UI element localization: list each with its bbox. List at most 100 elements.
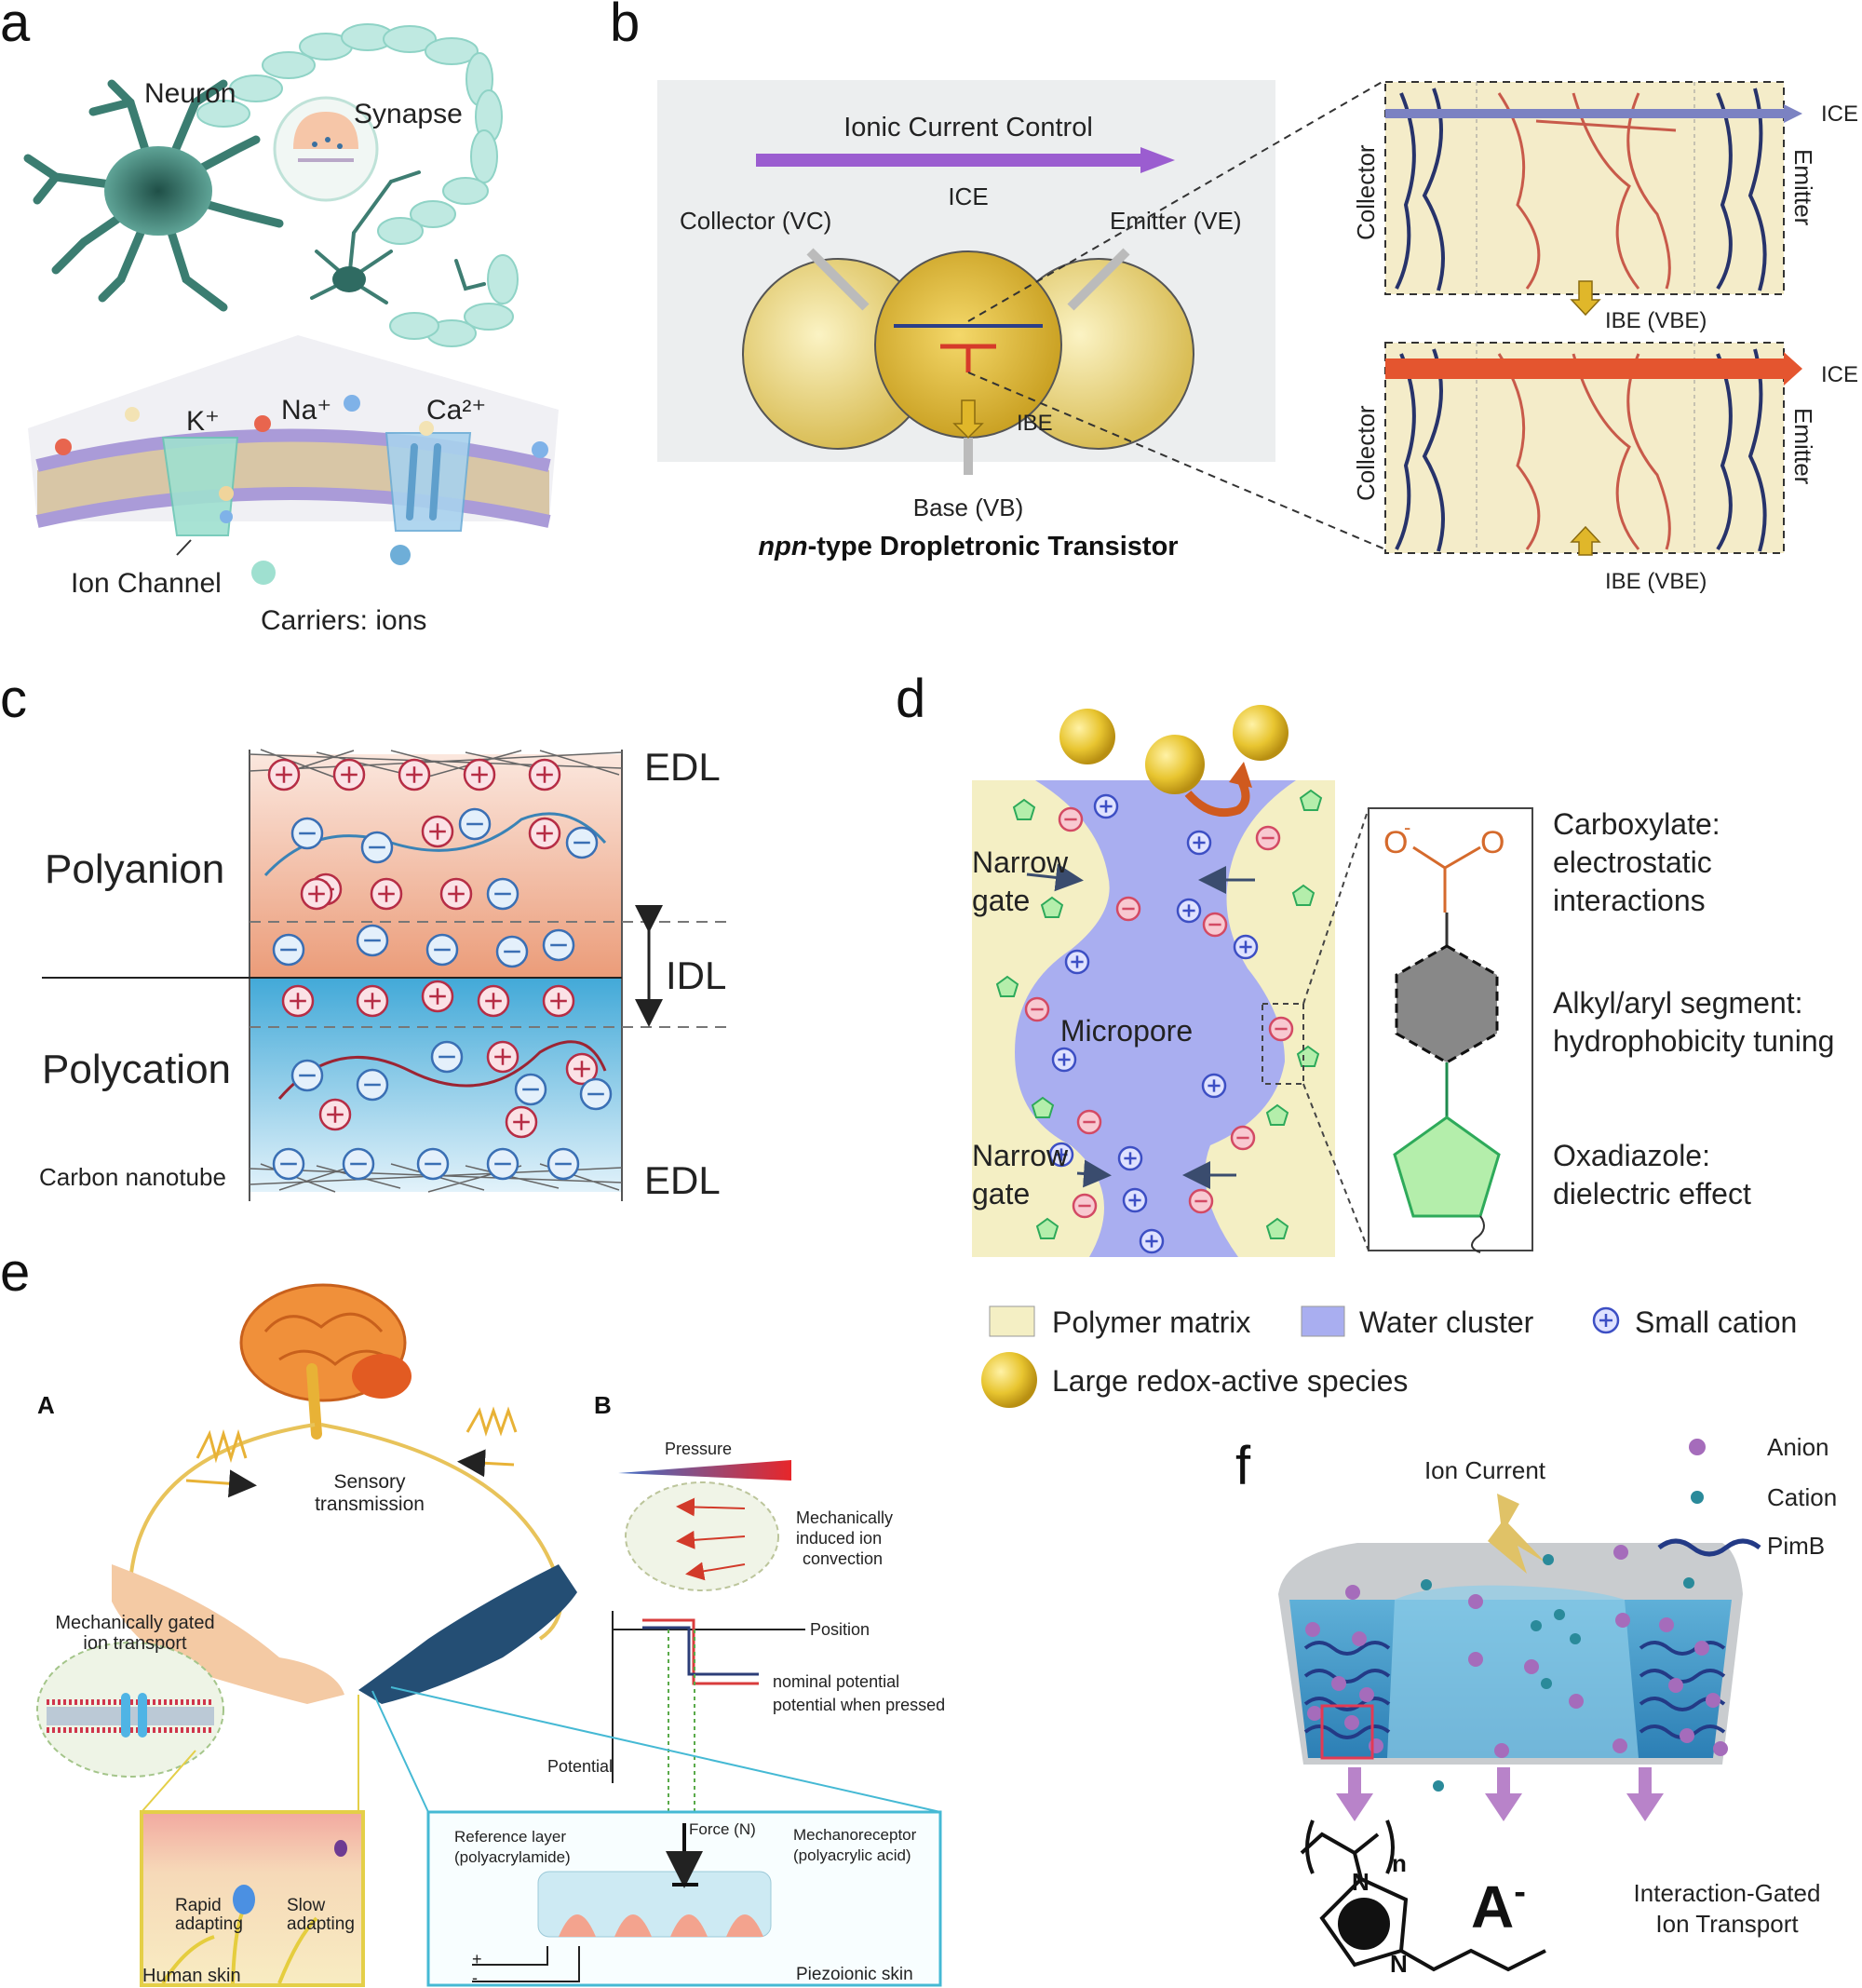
neuron-cell [23, 79, 284, 312]
zoom-box-d [1262, 1003, 1304, 1085]
piezo-wires [472, 1946, 580, 1982]
anion-particle [1345, 1585, 1360, 1600]
molecule-structure: O - O [1383, 816, 1504, 1253]
collector-label-off: Collector [1352, 144, 1380, 240]
anion-ion [342, 1147, 375, 1181]
cation-ion [528, 817, 561, 850]
polyanion-label: Polyanion [45, 846, 224, 892]
cation-particle [1554, 1609, 1565, 1620]
ion-current-label: Ion Current [1424, 1456, 1546, 1484]
oxadiazole-group [995, 975, 1019, 997]
legend-polymer-swatch [989, 1305, 1035, 1337]
a-minus-label: A- [1471, 1873, 1526, 1941]
ibe-vbe-label-off: IBE (VBE) [1605, 308, 1707, 333]
small-cation [1176, 898, 1202, 924]
anion-particle [1331, 1676, 1346, 1691]
piezo-device [537, 1871, 772, 1938]
oxadiazole-group [1031, 1096, 1055, 1118]
ionic-current-control-label: Ionic Current Control [843, 113, 1093, 142]
cnt-label: Carbon nanotube [39, 1163, 226, 1191]
panel-d-legend: Polymer matrix Water cluster Small catio… [981, 1305, 1797, 1408]
anion-ion [416, 1147, 450, 1181]
brain [239, 1283, 412, 1440]
cation-ion [370, 877, 403, 911]
anion-particle [1613, 1545, 1628, 1560]
water-cluster-area [1015, 780, 1296, 1257]
anion-ion [290, 817, 324, 850]
skin-zoom-lines [141, 1695, 359, 1813]
ion-channel-k [161, 437, 276, 585]
polycation-label: Polycation [42, 1047, 231, 1092]
title-rest: -type Dropletronic Transistor [808, 532, 1179, 561]
cation-ion [565, 1052, 599, 1086]
ion-channel-label: Ion Channel [71, 568, 222, 599]
gate-arrow-1 [1026, 863, 1084, 892]
legend-cation-label: Small cation [1635, 1305, 1797, 1339]
narrow-gate-2-line2: gate [972, 1177, 1030, 1210]
rapid-line1: Rapid [175, 1896, 222, 1915]
carboxylate-line2: electrostatic [1553, 845, 1712, 879]
ice-label-on: ICE [1821, 362, 1858, 387]
legend-redox-label: Large redox-active species [1052, 1364, 1408, 1398]
pressed-label: potential when pressed [773, 1696, 945, 1714]
spike-right-arrow [457, 1449, 515, 1478]
anion-particle [1706, 1693, 1720, 1708]
anion-particle [1468, 1652, 1483, 1667]
legend-water-swatch [1301, 1305, 1345, 1337]
carboxylate-group [1202, 912, 1228, 938]
plus-terminal: + [472, 1950, 482, 1968]
minus-terminal: - [472, 1968, 478, 1987]
gate-arrow-3 [1076, 1159, 1112, 1188]
small-cation [1064, 949, 1090, 975]
ibe-vbe-label-on: IBE (VBE) [1605, 569, 1707, 594]
potential-axes [612, 1611, 805, 1783]
panel-a-label: a [0, 0, 31, 53]
n-atom-bottom: N [1390, 1950, 1408, 1978]
redox-reject-arrow [1184, 776, 1250, 818]
carboxylate-group [1115, 896, 1141, 922]
neuron-label: Neuron [144, 78, 236, 109]
ion-channel-leader [176, 539, 192, 556]
nominal-label: nominal potential [773, 1672, 899, 1691]
carriers-label: Carriers: ions [261, 605, 426, 636]
mech-induced-line2: induced ion [796, 1529, 882, 1548]
carboxylate-group [1268, 1016, 1294, 1042]
cation-ion [477, 984, 510, 1018]
edl-label-bottom: EDL [644, 1158, 721, 1202]
anion-ion [495, 935, 529, 968]
anion-ion [290, 1059, 324, 1092]
base-vb-label: Base (VB) [913, 494, 1024, 521]
svg-text:O: O [1480, 825, 1504, 860]
cation-ion [439, 877, 473, 911]
axon-chain [196, 23, 519, 347]
human-skin-label: Human skin [142, 1966, 241, 1986]
panel-a: a [0, 0, 559, 636]
anion-particle [1680, 1728, 1694, 1743]
panel-e: e A B Sensory transmission Mechanical [0, 1242, 945, 1987]
small-cation [1122, 1187, 1148, 1213]
narrow-gate-1-line2: gate [972, 884, 1030, 917]
mechanoreceptor-line1: Mechanoreceptor [793, 1826, 917, 1844]
piezo-label: Piezoionic skin [796, 1965, 913, 1984]
panel-b: b Ionic Current Control ICE Collector (V… [610, 0, 1858, 594]
cation-particle [1683, 1577, 1694, 1589]
spike-left [196, 1428, 248, 1464]
cation-label: Cation [1767, 1483, 1837, 1511]
anion-particle [1468, 1594, 1483, 1609]
anion-ion [360, 831, 394, 864]
rapid-line2: adapting [175, 1914, 243, 1934]
narrow-gate-2-line1: Narrow [972, 1139, 1069, 1172]
anion-ion [542, 928, 575, 962]
piezo-bumps [559, 1914, 763, 1937]
small-cation [1048, 1142, 1074, 1168]
small-cation [1186, 830, 1212, 856]
oxadiazole-group [1012, 798, 1036, 820]
ref-layer-line1: Reference layer [454, 1828, 566, 1846]
anion-label: Anion [1767, 1433, 1829, 1461]
carboxylate-group [1058, 806, 1084, 832]
ion-channel-ca [385, 432, 472, 565]
cation-ion [318, 1098, 352, 1131]
panel-c-label: c [0, 669, 27, 729]
cation-ion [356, 984, 389, 1018]
small-cation [1093, 793, 1119, 819]
